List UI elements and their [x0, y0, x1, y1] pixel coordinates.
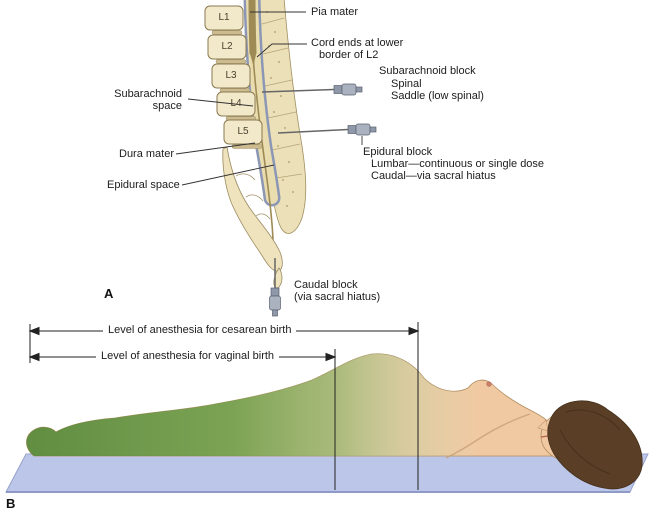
- mouth: [540, 435, 549, 438]
- cord-ends-label-line1: Cord ends at lower: [311, 37, 404, 49]
- caudal-needle-icon: [269, 258, 281, 317]
- epidural-needle-icon: [277, 123, 377, 136]
- panel-a-letter: A: [104, 286, 114, 301]
- filum-terminale: [252, 61, 274, 241]
- caudal-block-label-line2: (via sacral hiatus): [294, 291, 381, 303]
- spine-illustration: [204, 0, 307, 289]
- subarachnoid-block-item-spinal: Spinal: [391, 78, 422, 90]
- spinal-cord: [248, 0, 257, 55]
- mat: [5, 453, 649, 493]
- subarachnoid-block-item-saddle: Saddle (low spinal): [391, 90, 484, 102]
- anesthesia-zone: [26, 353, 558, 456]
- epidural-block-item-caudal: Caudal—via sacral hiatus: [371, 170, 496, 182]
- epidural-block-item-lumbar: Lumbar—continuous or single dose: [371, 158, 545, 170]
- vertebra-label-l4: L4: [230, 98, 242, 109]
- vertebra-label-l1: L1: [218, 12, 230, 23]
- epidural-space-label: Epidural space: [107, 179, 180, 191]
- subarachnoid-space-label-line2: space: [152, 100, 182, 112]
- spinal-needle-icon: [261, 83, 363, 96]
- vertebra-label-l3: L3: [225, 70, 237, 81]
- leader-lines: [175, 11, 363, 186]
- reclining-figure: [26, 353, 643, 490]
- caudal-block-label-line1: Caudal block: [294, 279, 358, 291]
- nose: [537, 419, 549, 432]
- vaginal-arrow-label: Level of anesthesia for vaginal birth: [96, 350, 280, 363]
- cord-ends-label-line2: border of L2: [319, 49, 379, 61]
- arm: [445, 413, 531, 459]
- conus-medullaris: [249, 52, 257, 66]
- epidural-block-title: Epidural block: [363, 146, 433, 158]
- bone-stipple: [266, 11, 294, 207]
- panel-b-letter: B: [6, 496, 16, 511]
- subarachnoid-space-label-line1: Subarachnoid: [114, 88, 182, 100]
- pia-mater-label: Pia mater: [311, 6, 359, 18]
- hair: [547, 400, 643, 490]
- nipple: [486, 381, 492, 387]
- vertebra-label-l2: L2: [221, 41, 233, 52]
- cesarean-arrow-label: Level of anesthesia for cesarean birth: [103, 324, 297, 337]
- dura-mater-label: Dura mater: [119, 148, 175, 160]
- subarachnoid-block-title: Subarachnoid block: [379, 65, 476, 77]
- vertebra-label-l5: L5: [237, 126, 249, 137]
